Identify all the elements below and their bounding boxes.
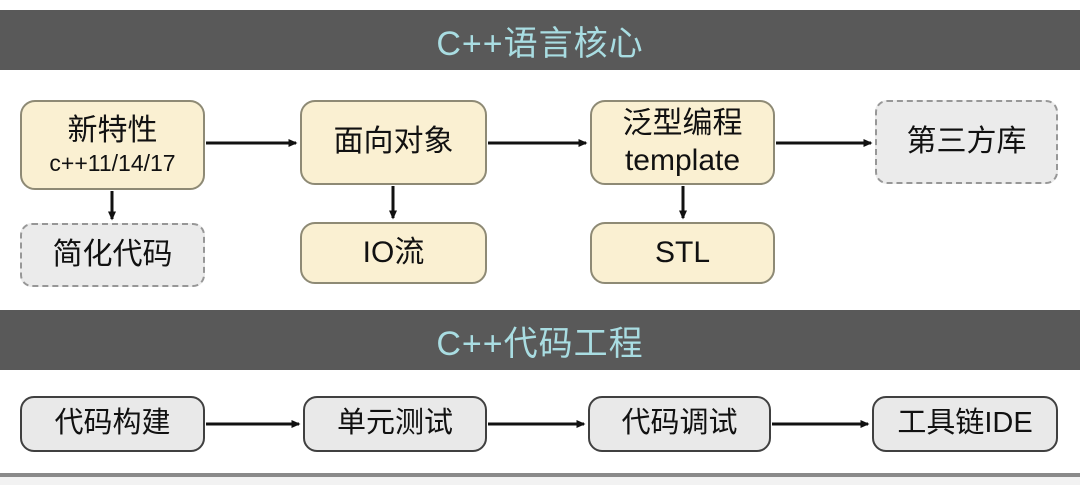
node-generic-programming-sublabel: template [624,143,741,177]
section-title-engineering: C++代码工程 [436,324,644,363]
node-generic-programming: 泛型编程 template [590,100,775,185]
bottom-cropped-bar-edge [0,473,1080,477]
node-io-stream-label: IO流 [362,235,425,269]
node-generic-programming-label: 泛型编程 [622,107,743,140]
node-code-build: 代码构建 [20,396,205,452]
node-simplified-code: 简化代码 [20,223,205,287]
node-new-features: 新特性 c++11/14/17 [20,100,205,190]
node-code-debug-label: 代码调试 [621,407,738,440]
node-new-features-label: 新特性 [67,113,158,147]
node-unit-test: 单元测试 [303,396,487,452]
node-code-build-label: 代码构建 [54,407,171,440]
section-title-core: C++语言核心 [436,24,644,63]
section-header-engineering: C++代码工程 [0,310,1080,370]
node-new-features-sublabel: c++11/14/17 [49,150,176,177]
node-third-party-lib: 第三方库 [875,100,1058,184]
section-header-core: C++语言核心 [0,10,1080,70]
node-io-stream: IO流 [300,222,487,284]
node-toolchain-ide: 工具链IDE [872,396,1058,452]
node-oop: 面向对象 [300,100,487,185]
node-code-debug: 代码调试 [588,396,771,452]
node-third-party-lib-label: 第三方库 [906,124,1027,158]
node-stl-label: STL [654,235,711,269]
node-stl: STL [590,222,775,284]
node-unit-test-label: 单元测试 [336,407,453,440]
bottom-cropped-bar-body [0,477,1080,485]
node-oop-label: 面向对象 [333,125,454,159]
node-toolchain-ide-label: 工具链IDE [897,407,1033,440]
node-simplified-code-label: 简化代码 [52,237,173,271]
